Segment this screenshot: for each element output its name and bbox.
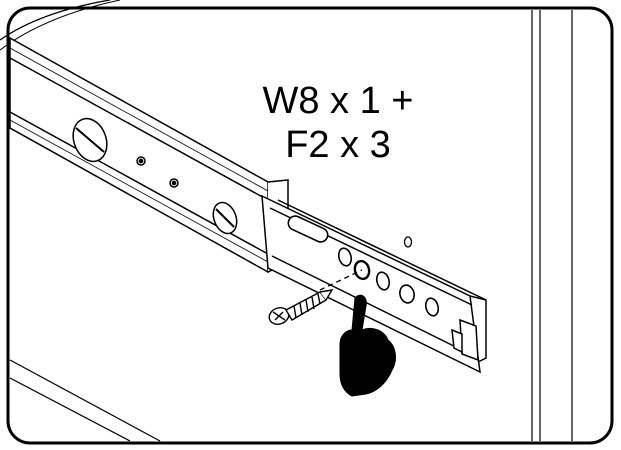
screw-position-marker xyxy=(403,236,413,248)
frame-edge-curve xyxy=(0,0,111,41)
alignment-line xyxy=(319,269,363,291)
pointing-hand-icon xyxy=(339,294,396,397)
cabinet-side-panel xyxy=(531,10,573,441)
hardware-count-line-2: F2 x 3 xyxy=(285,124,391,166)
screw-icon xyxy=(268,289,334,325)
outer-rail-holes xyxy=(72,117,238,235)
hardware-count-line-1: W8 x 1 + xyxy=(263,80,414,122)
cabinet-bottom-panel xyxy=(9,359,161,442)
